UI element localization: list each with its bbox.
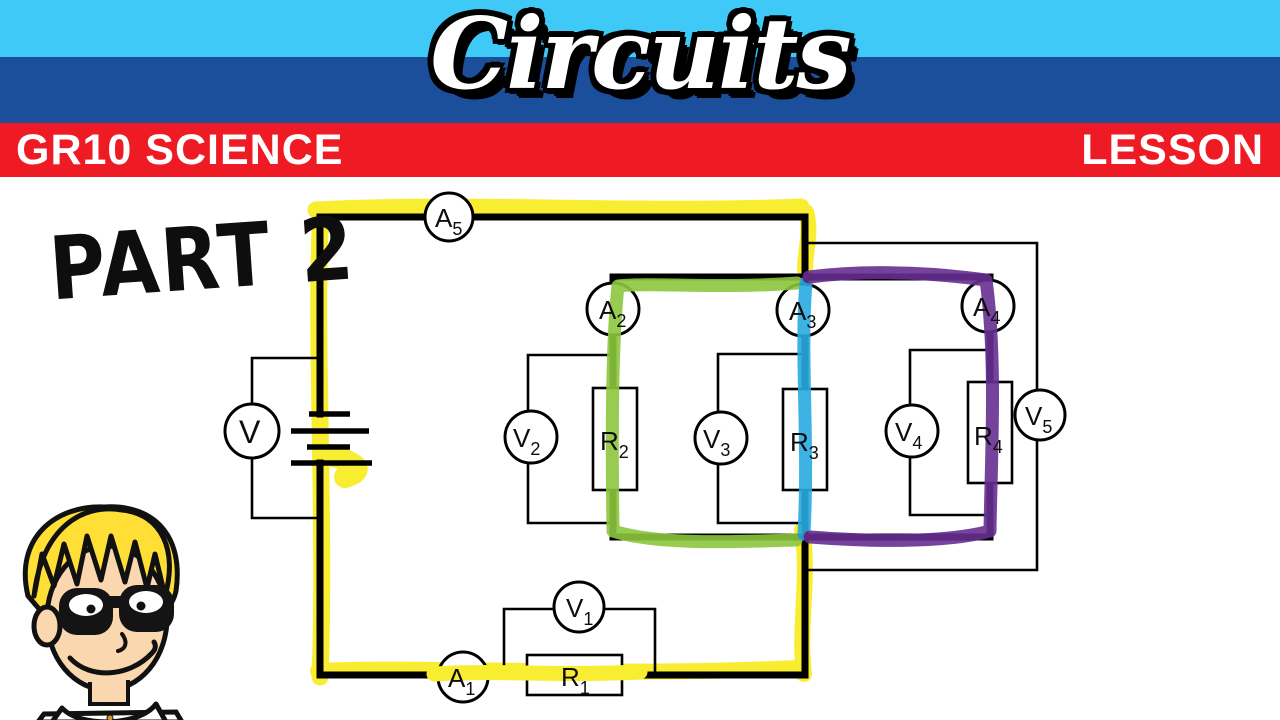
smile [67,639,158,676]
neck [88,680,130,706]
highlight-branches [605,266,1000,549]
glasses-bridge [104,596,128,608]
highlight-battery-blob [319,444,368,488]
wire-left-top-right [316,213,809,418]
voltmeter-v5-label: V5 [1025,401,1052,437]
voltmeter-v3-circle [693,410,749,466]
meter-labels: V V1 V2 V3 V4 V5 A1 A2 A3 A4 A5 R1 R2 R3… [239,203,1052,699]
voltmeter-v4-label: V4 [895,417,922,453]
voltmeter-v1-circle [552,580,606,634]
ammeter-a5-label: A5 [435,203,462,239]
highlight-main-bottom-overlay [426,664,648,682]
highlight-branch-r4 [802,266,1000,547]
voltmeter-v4-circle [884,403,940,459]
voltmeter-v-circle [223,402,281,460]
resistor-r2-label: R2 [600,426,629,462]
ammeter-a4-label: A4 [973,292,1000,328]
voltmeter-v2-label: V2 [513,423,540,459]
nose [116,632,128,653]
ammeter-a5-circle [423,191,475,243]
cartoon-student-illustration [22,504,184,720]
voltmeter-v5-circle [1013,388,1067,442]
voltmeter-loops [250,241,1039,675]
resistor-r3-label: R3 [790,427,819,463]
glasses [59,585,174,635]
voltmeter-v-label: V [239,414,261,450]
pupil-right [136,601,146,611]
voltmeter-v1-label: V1 [566,593,593,629]
highlight-bottom-over-components [426,664,648,682]
highlight-branch-r3 [797,276,813,541]
ammeter-a3-label: A3 [789,296,816,332]
highlight-main-top [307,198,810,219]
hair-front [31,506,172,599]
header-band-dark-blue [0,57,1280,123]
ammeter-a1-label: A1 [448,663,475,699]
shirt-button [106,714,114,720]
ear [31,604,63,648]
resistor-r1-label: R1 [561,662,590,698]
ammeter-a2-label: A2 [599,295,626,331]
highlight-branch-r2 [605,276,804,549]
pupil-left [86,604,96,614]
voltmeter-v3-label: V3 [703,424,730,460]
part-label: PART 2 [46,196,359,321]
eye-right-white [129,591,163,613]
header-band-light-blue [0,0,1280,57]
battery-symbol [291,411,372,466]
eye-left-white [69,594,103,616]
lesson-label: LESSON [1081,125,1264,174]
header-band-red: GR10 SCIENCE LESSON [0,123,1280,177]
resistor-r4-label: R4 [974,421,1003,457]
voltmeter-v2-circle [503,409,559,465]
grade-label: GR10 SCIENCE [16,125,344,174]
page-title: Circuits [430,0,851,112]
